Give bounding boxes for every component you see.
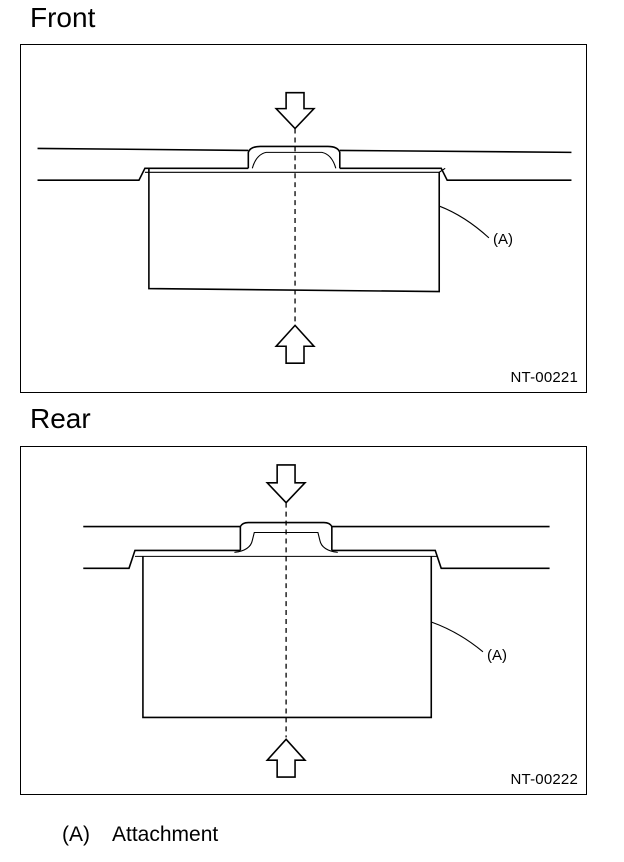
- front-boss-inner: [251, 151, 337, 169]
- legend-label: Attachment: [112, 823, 219, 846]
- rear-lower-surface: [83, 549, 550, 570]
- front-boss: [247, 145, 341, 169]
- rear-diagram: [83, 464, 550, 778]
- front-top-arrow-icon: [274, 91, 316, 130]
- rear-callout-label: (A): [487, 647, 507, 664]
- front-upper-surface: [37, 147, 572, 154]
- front-callout-leader: [439, 205, 490, 239]
- front-attachment-body: [148, 168, 441, 293]
- front-bottom-arrow-icon: [274, 324, 316, 364]
- front-figure-code: NT-00221: [510, 369, 578, 386]
- rear-top-arrow-icon: [265, 464, 307, 504]
- rear-title: Rear: [30, 403, 91, 434]
- rear-bottom-arrow-icon: [265, 738, 307, 778]
- rear-attachment-body: [142, 556, 433, 719]
- front-attachment-flange: [144, 167, 446, 173]
- rear-boss: [239, 521, 333, 551]
- front-diagram-panel: (A) NT-00221: [20, 44, 587, 393]
- rear-callout-leader: [431, 621, 484, 653]
- front-title: Front: [30, 2, 96, 33]
- rear-figure-code: NT-00222: [510, 771, 578, 788]
- legend-key: (A): [62, 823, 90, 846]
- front-diagram: [37, 91, 572, 364]
- legend: (A) Attachment: [62, 823, 218, 847]
- front-callout-label: (A): [493, 231, 513, 248]
- front-lower-surface: [37, 167, 572, 182]
- rear-diagram-panel: (A) NT-00222: [20, 446, 587, 795]
